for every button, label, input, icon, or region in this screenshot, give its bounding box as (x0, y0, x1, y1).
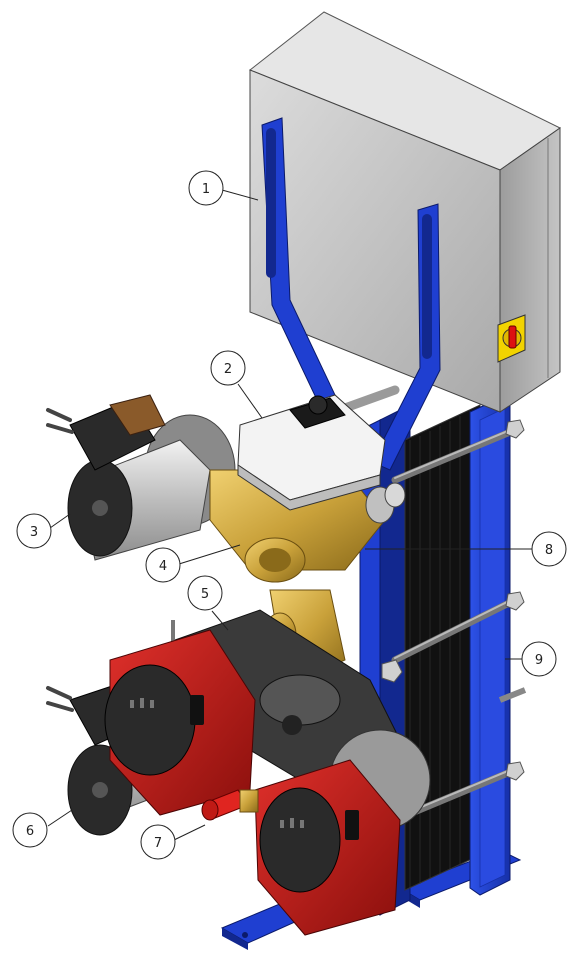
callout-label: 1 (202, 182, 210, 197)
circulation-pump-upper (46, 394, 236, 561)
callout-label: 9 (535, 653, 543, 668)
mounting-bracket (261, 117, 441, 471)
callout-label: 3 (30, 525, 38, 540)
callout-5: 5 (187, 575, 223, 611)
callout-7: 7 (140, 824, 176, 860)
circulation-pump-lower-left (46, 629, 256, 836)
callout-4: 4 (145, 547, 181, 583)
callout-label: 2 (224, 362, 232, 377)
callout-8: 8 (531, 531, 567, 567)
callout-3: 3 (16, 513, 52, 549)
callout-2: 2 (210, 350, 246, 386)
callout-label: 5 (201, 587, 209, 602)
valve-actuator (237, 394, 386, 511)
callout-label: 7 (154, 836, 162, 851)
circulation-pump-lower-right (254, 729, 431, 936)
callout-6: 6 (12, 812, 48, 848)
safety-valve (201, 789, 259, 821)
callout-label: 6 (26, 824, 34, 839)
callout-1: 1 (188, 170, 224, 206)
callout-label: 4 (159, 559, 167, 574)
isolator-switch-icon (497, 314, 526, 363)
callout-9: 9 (521, 641, 557, 677)
leader-lines (47, 189, 533, 841)
callout-label: 8 (545, 543, 553, 558)
